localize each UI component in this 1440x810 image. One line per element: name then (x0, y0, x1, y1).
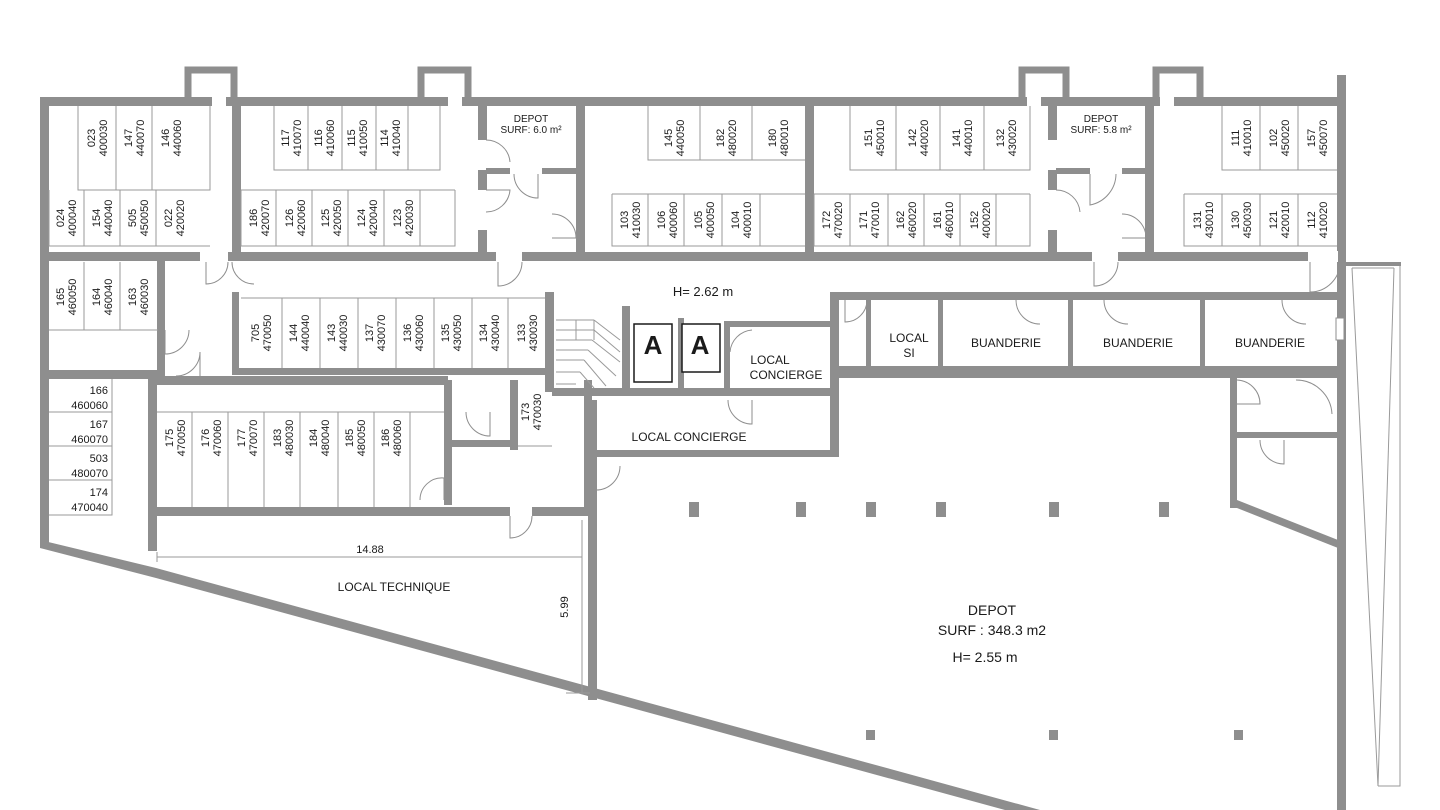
cellar-label: 111410010 (1230, 120, 1254, 157)
cellar-label: 180480010 (767, 120, 791, 157)
buanderie-label: BUANDERIE (1235, 336, 1305, 350)
cellar-label: 134430040 (478, 315, 502, 352)
cellar-label: 116410060 (313, 120, 337, 157)
cellar-label: 185480050 (344, 420, 368, 457)
cellar-label: 164460040 (91, 279, 115, 316)
cellar-label: 165460050 (55, 279, 79, 316)
cellar-label: 104400010 (730, 202, 754, 239)
cellar-label: 171470010 (858, 202, 882, 239)
cellar-label: 125420050 (320, 200, 344, 237)
interior-walls (40, 97, 1401, 787)
dimension-width: 14.88 (356, 544, 384, 556)
cellar-label: 143440030 (326, 315, 350, 352)
cellar-label: 142440020 (907, 120, 931, 157)
pillars (689, 502, 1243, 740)
depot-large-name: DEPOT (968, 602, 1017, 618)
room-labels: DEPOT SURF: 6.0 m² DEPOT SURF: 5.8 m² H=… (338, 114, 1305, 665)
cellar-label: 146440060 (160, 120, 184, 157)
cellar-label: 133430030 (516, 315, 540, 352)
doors (164, 139, 1345, 539)
staircase (556, 319, 621, 389)
cellar-label: 103410030 (619, 202, 643, 239)
cellar-label: 182480020 (715, 120, 739, 157)
cellar-label: 177470070 (236, 420, 260, 457)
cellar-label: 186480060 (380, 420, 404, 457)
cellar-label: 117410070 (280, 120, 304, 157)
cellar-label: 147440070 (123, 120, 147, 157)
cellar-label: 505450050 (127, 200, 151, 237)
cellar-partitions (48, 106, 1337, 516)
cellar-label: 024400040 (55, 200, 79, 237)
cellar-label: 114410040 (379, 120, 403, 157)
buanderie-label: BUANDERIE (971, 336, 1041, 350)
cellar-label: 144440040 (288, 315, 312, 352)
cellar-label: 126420060 (284, 200, 308, 237)
cellar-label: 175470050 (164, 420, 188, 457)
cellar-label: 106400060 (656, 202, 680, 239)
cellar-label: 135430050 (440, 315, 464, 352)
local-si-label-2: SI (903, 346, 914, 360)
dimension-lines: 14.88 5.99 (156, 520, 590, 694)
cellar-label: 172470020 (821, 202, 845, 239)
cellar-label: 183480030 (272, 420, 296, 457)
cellar-label: 136430060 (402, 315, 426, 352)
cellar-label: 162460020 (895, 202, 919, 239)
local-technique-label: LOCAL TECHNIQUE (338, 580, 451, 594)
dimension-height: 5.99 (559, 596, 571, 617)
cellar-label: 105400050 (693, 202, 717, 239)
cellar-label: 124420040 (356, 200, 380, 237)
cellar-label: 141440010 (951, 120, 975, 157)
cellar-label: 137430070 (364, 315, 388, 352)
elevators: A A (633, 323, 721, 383)
cellar-label: 115410050 (346, 120, 370, 157)
cellar-label: 161460010 (932, 202, 956, 239)
cellar-label: 121420010 (1268, 202, 1292, 239)
exterior-walls (40, 66, 1346, 810)
cellar-label: 102450020 (1268, 120, 1292, 157)
local-concierge-label-2: LOCAL CONCIERGE (632, 430, 747, 444)
cellar-label: 112410020 (1306, 202, 1330, 239)
elevator-label: A (691, 330, 710, 360)
depot-small-2-name: DEPOT (1084, 114, 1118, 125)
cellar-label: 132430020 (995, 120, 1019, 157)
elevator-label: A (644, 330, 663, 360)
cellar-label: 130450030 (1230, 202, 1254, 239)
cellar-label: 176470060 (200, 420, 224, 457)
cellar-label: 163460030 (127, 279, 151, 316)
cellar-label: 151450010 (863, 120, 887, 157)
cellar-label: 152400020 (969, 202, 993, 239)
cellar-label: 705470050 (250, 315, 274, 352)
depot-small-1-surf: SURF: 6.0 m² (500, 125, 562, 136)
cellar-label: 131430010 (1192, 202, 1216, 239)
depot-large-surf: SURF : 348.3 m2 (938, 622, 1046, 638)
cellar-label: 186420070 (248, 200, 272, 237)
cellar-label: 173470030 (520, 394, 544, 431)
cellar-labels: 023400030 147440070 146440060 024400040 1544… (55, 120, 1330, 514)
cellar-label: 023400030 (86, 120, 110, 157)
buanderie-label: BUANDERIE (1103, 336, 1173, 350)
cellar-label: 154440040 (91, 200, 115, 237)
depot-small-1-name: DEPOT (514, 114, 548, 125)
depot-small-2-surf: SURF: 5.8 m² (1070, 125, 1132, 136)
cellar-label: 157450070 (1306, 120, 1330, 157)
cellar-label: 123420030 (392, 200, 416, 237)
cellar-label: 184480040 (308, 420, 332, 457)
local-concierge-label-1: LOCAL (750, 353, 790, 367)
depot-large-height: H= 2.55 m (953, 649, 1018, 665)
cellar-label: 022420020 (163, 200, 187, 237)
cellar-label: 145440050 (663, 120, 687, 157)
local-concierge-label-1: CONCIERGE (750, 368, 823, 382)
corridor-height: H= 2.62 m (673, 284, 733, 299)
local-si-label-1: LOCAL (889, 331, 929, 345)
